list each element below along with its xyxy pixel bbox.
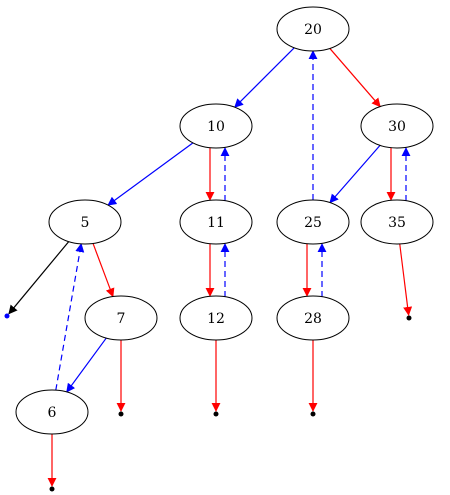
tree-node-7: 7 [84, 295, 158, 341]
tree-node-20: 20 [276, 6, 350, 52]
node-ellipse [276, 199, 350, 245]
edges-layer [8, 47, 413, 487]
null-pointer-dot [310, 411, 316, 417]
node-ellipse [276, 295, 350, 341]
node-label: 20 [304, 22, 322, 38]
node-ellipse [360, 103, 434, 149]
tree-node-28: 28 [276, 295, 350, 341]
nodes-layer: 20 10 30 5 11 25 35 7 12 28 6 [15, 6, 434, 435]
node-ellipse [48, 199, 122, 245]
node-label: 30 [388, 119, 406, 135]
node-ellipse [179, 199, 253, 245]
null-pointers-layer [4, 313, 412, 492]
node-label: 6 [48, 405, 57, 421]
edge-n10-to-n5 [107, 142, 194, 206]
tree-node-11: 11 [179, 199, 253, 245]
tree-node-12: 12 [179, 295, 253, 341]
tree-node-10: 10 [179, 103, 253, 149]
null-pointer-dot [118, 411, 124, 417]
edge-n20-to-n30 [329, 48, 381, 108]
edge-n6-to-n5 [55, 242, 85, 391]
tree-node-6: 6 [15, 389, 89, 435]
edge-n30-to-n25 [329, 145, 381, 204]
tree-node-30: 30 [360, 103, 434, 149]
edge-n7-to-n6 [66, 337, 107, 393]
edge-n20-to-n10 [234, 47, 295, 108]
null-pointer-dot [213, 411, 219, 417]
edge-n5-to-n7 [92, 243, 115, 298]
node-label: 5 [81, 215, 90, 231]
node-label: 25 [304, 215, 322, 231]
node-ellipse [179, 103, 253, 149]
node-label: 35 [388, 215, 406, 231]
tree-node-5: 5 [48, 199, 122, 245]
tree-node-25: 25 [276, 199, 350, 245]
node-ellipse [84, 295, 158, 341]
node-label: 12 [207, 311, 225, 327]
node-label: 11 [207, 215, 225, 231]
node-label: 28 [304, 311, 322, 327]
null-pointer-dot [4, 313, 10, 319]
edge-n35-to-null35 [399, 243, 413, 316]
node-ellipse [179, 295, 253, 341]
edge-n5-to-null5 [8, 241, 70, 315]
tree-node-35: 35 [360, 199, 434, 245]
node-ellipse [15, 389, 89, 435]
node-ellipse [360, 199, 434, 245]
node-label: 10 [207, 119, 225, 135]
node-ellipse [276, 6, 350, 52]
node-label: 7 [117, 311, 126, 327]
null-pointer-dot [49, 486, 55, 492]
null-pointer-dot [406, 315, 412, 321]
